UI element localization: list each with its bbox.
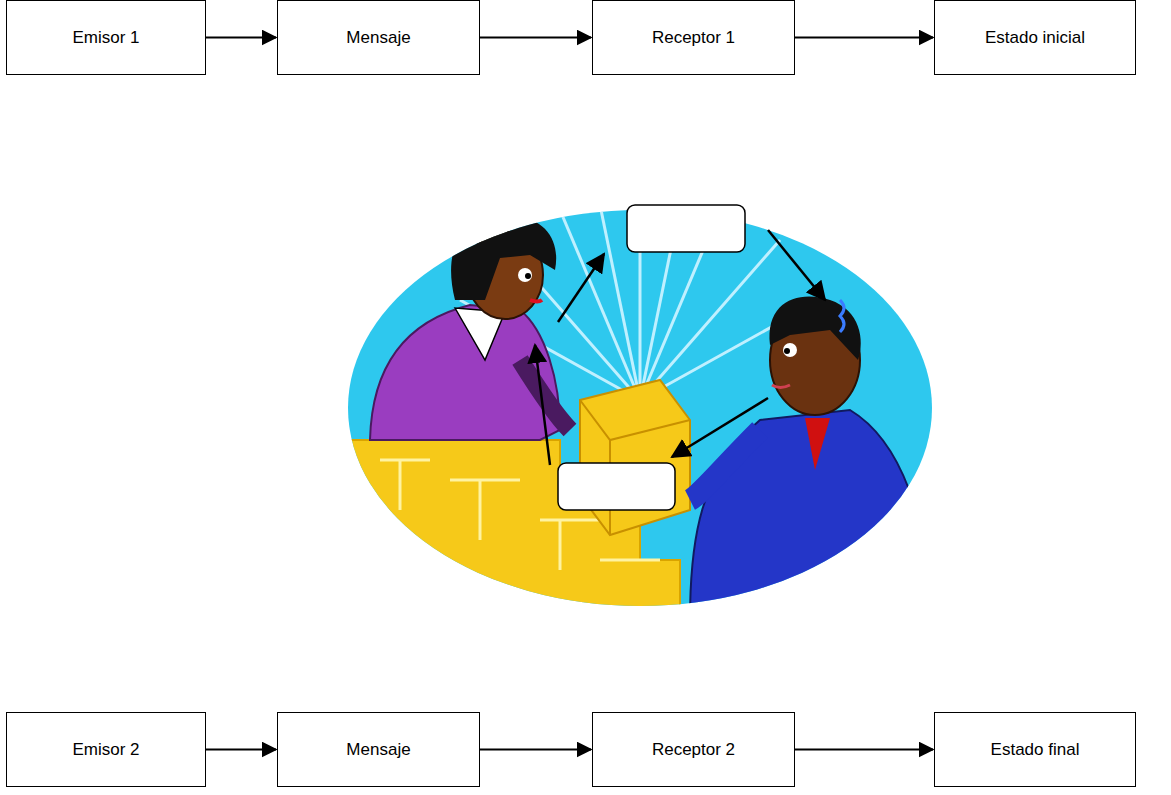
box-label: Estado final (983, 740, 1088, 760)
process-box: Estado final (934, 712, 1136, 787)
scene (340, 200, 932, 620)
process-box: Mensaje (277, 0, 480, 75)
flow-arrow (206, 37, 276, 39)
box-label: Emisor 1 (64, 28, 147, 48)
flow-arrow (795, 37, 933, 39)
flow-arrow (795, 749, 933, 751)
process-box: Mensaje (277, 712, 480, 787)
box-label: Mensaje (338, 740, 418, 760)
leader-arrows (535, 230, 825, 465)
box-label: Mensaje (338, 28, 418, 48)
flow-arrow (480, 37, 591, 39)
process-box: Estado inicial (934, 0, 1136, 75)
process-box: Receptor 1 (592, 0, 795, 75)
box-label: Emisor 2 (64, 740, 147, 760)
box-label: Receptor 2 (644, 740, 743, 760)
process-box: Receptor 2 (592, 712, 795, 787)
flow-arrow (480, 749, 591, 751)
callout-box (627, 205, 745, 252)
box-label: Receptor 1 (644, 28, 743, 48)
process-box: Emisor 1 (6, 0, 206, 75)
flow-arrow (206, 749, 276, 751)
process-box: Emisor 2 (6, 712, 206, 787)
callout-box (558, 463, 675, 510)
box-label: Estado inicial (977, 28, 1093, 48)
